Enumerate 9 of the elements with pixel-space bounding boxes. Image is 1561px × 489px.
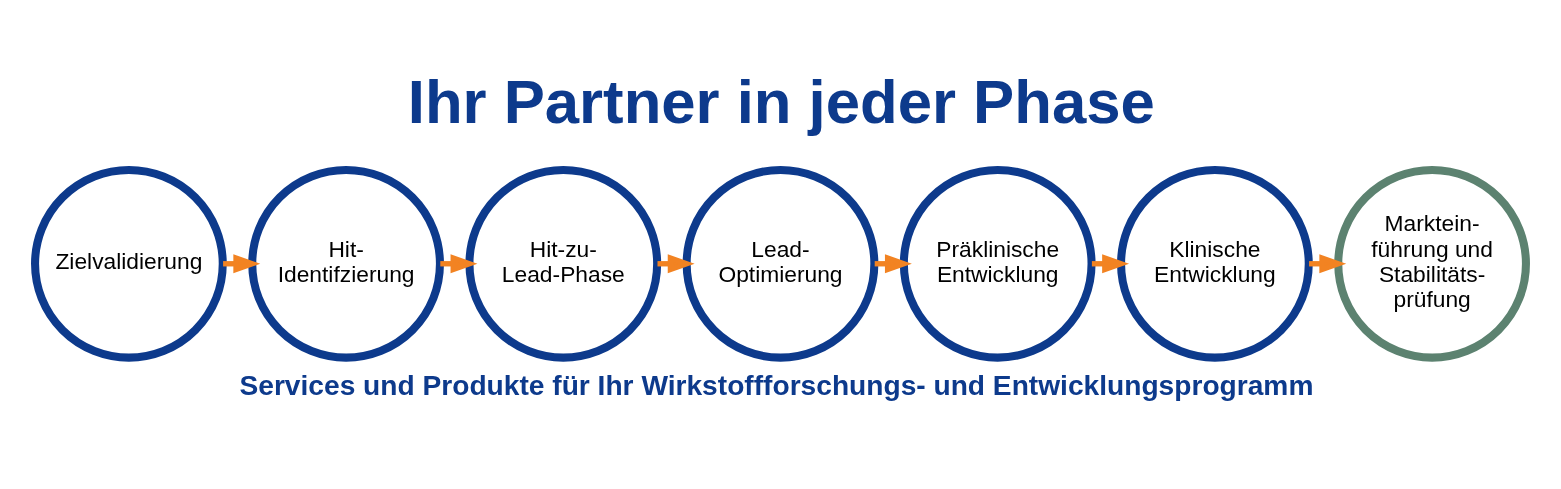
node-circle: Marktein- führung und Stabilitäts- prüfung	[1334, 165, 1530, 362]
node-circle: Lead- Optimierung	[682, 165, 879, 362]
node-circle: Hit- Identifzierung	[248, 165, 444, 362]
caption: Services und Produkte für Ihr Wirkstoffforschungs- und Entwicklungsprogramm	[239, 369, 1314, 401]
node-circle: Zielvalidierung	[31, 165, 227, 362]
node-circle: Hit-zu- Lead-Phase	[465, 165, 662, 362]
node-circle: Klinische Entwicklung	[1117, 165, 1313, 362]
diagram-title: Ihr Partner in jeder Phase	[407, 66, 1155, 136]
node-circle: Präklinische Entwicklung	[899, 165, 1096, 362]
